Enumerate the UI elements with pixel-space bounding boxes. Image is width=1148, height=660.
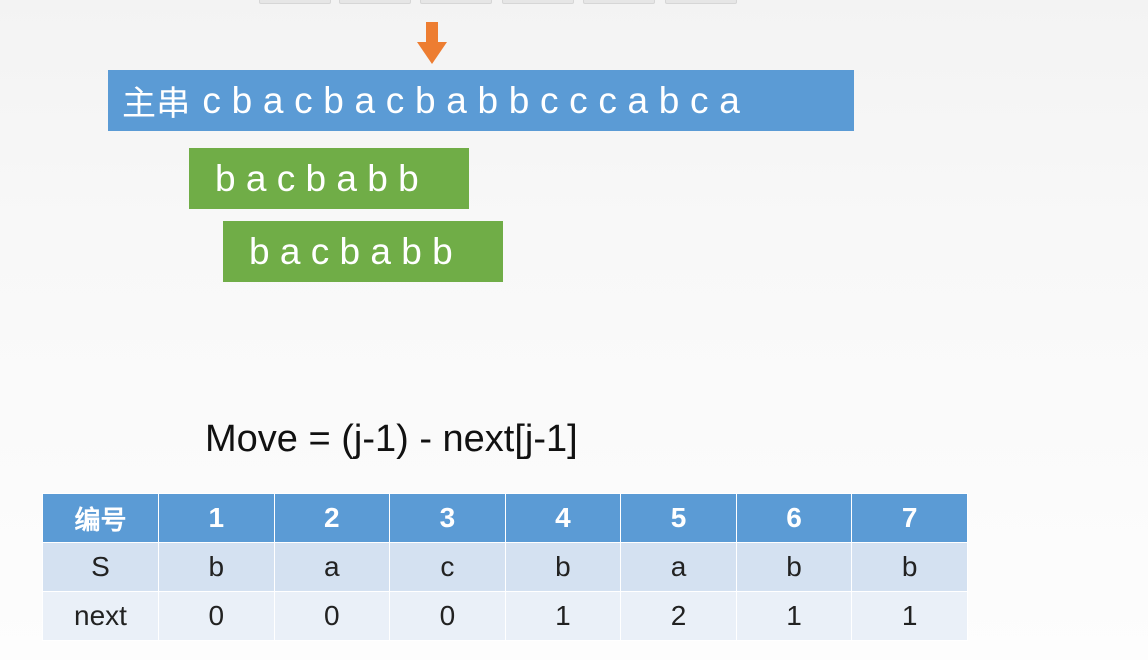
top-tab xyxy=(339,0,411,4)
table-header-cell: 6 xyxy=(735,493,853,543)
table-row-s: S b a c b a b b xyxy=(42,542,968,592)
table-cell: next xyxy=(42,591,159,641)
main-string-chars: c b a c b a c b a b b c c c a b c a xyxy=(202,79,741,121)
table-header-cell: 5 xyxy=(620,493,737,543)
table-cell: 2 xyxy=(620,591,737,641)
table-cell: 1 xyxy=(504,591,622,641)
table-header-cell: 3 xyxy=(389,493,506,543)
table-header-cell: 7 xyxy=(851,493,968,543)
table-cell: b xyxy=(158,542,275,592)
pattern-chars: b a c b a b b xyxy=(215,157,419,199)
main-string-label: 主串 xyxy=(122,84,191,124)
move-formula: Move = (j-1) - next[j-1] xyxy=(205,418,578,460)
down-arrow-icon xyxy=(417,22,447,64)
table-cell: 1 xyxy=(735,591,853,641)
table-header-cell: 编号 xyxy=(42,493,159,543)
next-table: 编号 1 2 3 4 5 6 7 S b a c b a b b next 0 … xyxy=(42,493,968,641)
top-tab xyxy=(665,0,737,4)
table-row-next: next 0 0 0 1 2 1 1 xyxy=(42,591,968,641)
table-cell: 0 xyxy=(158,591,275,641)
top-tab xyxy=(502,0,574,4)
table-cell: 0 xyxy=(389,591,506,641)
pattern-strip-1: b a c b a b b xyxy=(189,148,469,209)
top-tab xyxy=(259,0,331,4)
pattern-chars: b a c b a b b xyxy=(249,230,453,272)
table-cell: S xyxy=(42,542,159,592)
table-cell: c xyxy=(389,542,506,592)
table-header-row: 编号 1 2 3 4 5 6 7 xyxy=(42,493,968,543)
table-cell: 1 xyxy=(851,591,968,641)
top-tab xyxy=(583,0,655,4)
table-cell: b xyxy=(851,542,968,592)
table-header-cell: 4 xyxy=(504,493,622,543)
pattern-strip-2: b a c b a b b xyxy=(223,221,503,282)
table-header-cell: 2 xyxy=(273,493,391,543)
table-cell: 0 xyxy=(273,591,391,641)
table-cell: b xyxy=(735,542,853,592)
table-header-cell: 1 xyxy=(158,493,275,543)
table-cell: b xyxy=(504,542,622,592)
table-cell: a xyxy=(620,542,737,592)
main-string-strip: 主串 c b a c b a c b a b b c c c a b c a xyxy=(108,70,854,131)
top-tab xyxy=(420,0,492,4)
table-cell: a xyxy=(273,542,391,592)
